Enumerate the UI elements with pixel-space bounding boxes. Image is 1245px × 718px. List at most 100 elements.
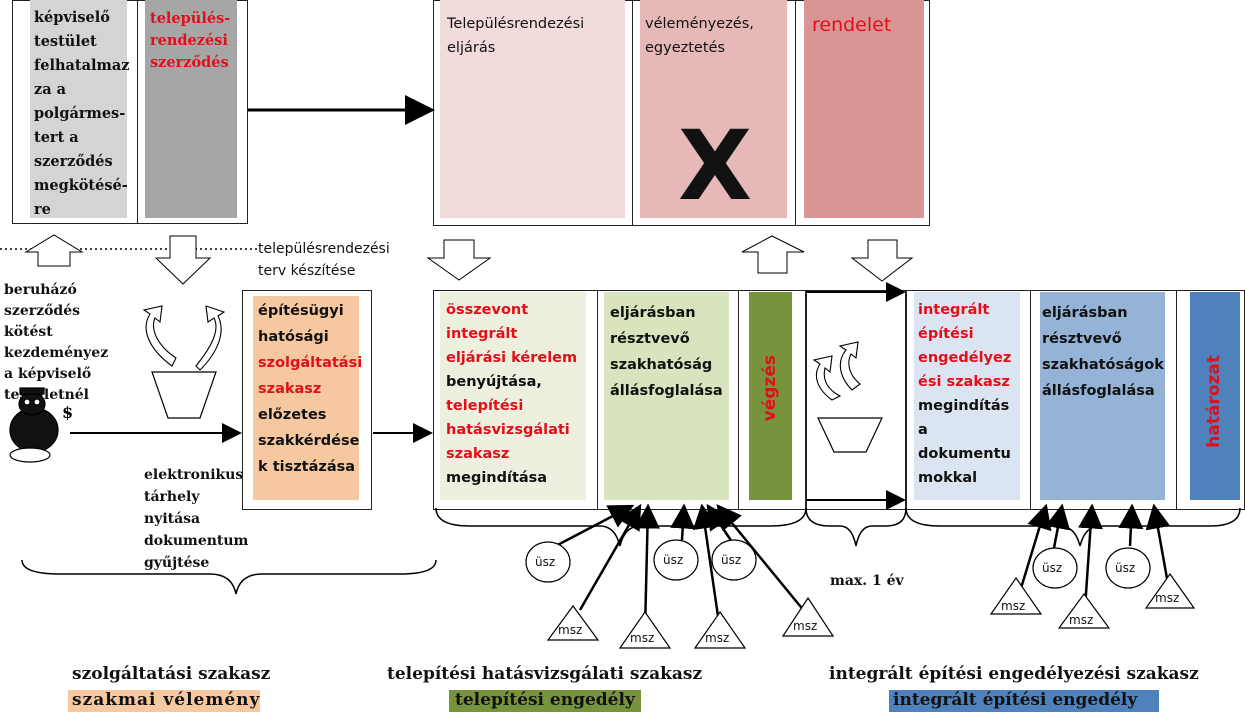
council-line: re	[34, 201, 51, 218]
contract-line: rendezési	[150, 32, 228, 49]
decision-box	[1190, 292, 1240, 500]
divider	[632, 0, 633, 226]
brace-service	[21, 559, 437, 595]
msz-label: msz	[793, 619, 818, 633]
x-mark: X	[678, 110, 753, 222]
combined-box	[440, 292, 586, 500]
combined-line: telepítési	[446, 398, 524, 414]
hollow-arrow-down	[850, 239, 914, 282]
council-line: megkötésé-	[34, 177, 128, 194]
link-line	[670, 503, 696, 541]
storage-line: gyűjtése	[144, 555, 210, 571]
hollow-arrow-up	[741, 235, 805, 274]
service-line: szakkérdése	[258, 433, 360, 449]
council-line: szerződés	[34, 153, 113, 170]
council-line: tert a	[34, 129, 79, 146]
integrated-line: dokumentu	[918, 446, 1011, 462]
combined-line: hatásvizsgálati	[446, 422, 570, 438]
decree-box	[804, 0, 924, 218]
integrated-line: ési szakasz	[918, 374, 1010, 390]
integrated-highlight	[889, 690, 1159, 712]
link-line	[716, 504, 806, 613]
top-left-divider	[137, 0, 138, 224]
msz-label: msz	[1069, 613, 1094, 627]
impact-title: telepítési hatásvizsgálati szakasz	[387, 664, 703, 684]
brace-integrated	[905, 507, 1241, 547]
divider	[795, 0, 796, 226]
ruling-box	[749, 292, 792, 500]
investor-line: a képviselő	[4, 366, 92, 382]
usz-nodes	[525, 539, 1151, 589]
investor-figure	[9, 387, 59, 463]
usz-label: üsz	[663, 553, 684, 567]
authorities-line: szakhatóság	[610, 357, 713, 373]
usz-node	[1105, 547, 1151, 589]
service-line: építésügyi	[258, 303, 344, 319]
service-line: szakasz	[258, 381, 322, 397]
consultation-line: véleményezés,	[645, 16, 754, 32]
council-line: testület	[34, 33, 97, 50]
msz-node	[618, 610, 672, 649]
curved-arrow-icon	[812, 355, 842, 401]
divider	[597, 290, 598, 510]
divider	[738, 290, 739, 510]
service-line: előzetes	[258, 407, 327, 423]
divider	[1030, 290, 1031, 510]
combined-line: eljárási kérelem	[446, 350, 578, 366]
authorities-line-2: szakhatóságok	[1042, 357, 1164, 373]
investor-line: kötést	[4, 324, 53, 340]
msz-node	[693, 610, 747, 649]
storage-line: dokumentum	[144, 533, 249, 549]
msz-label: msz	[705, 631, 730, 645]
storage-line: tárhely	[144, 489, 200, 505]
usz-label: üsz	[1115, 561, 1136, 575]
msz-label: msz	[1155, 591, 1180, 605]
contract-box	[145, 0, 237, 218]
integrated-line: építési	[918, 326, 974, 342]
link-line	[1118, 503, 1144, 547]
investor-line: kezdeményez	[4, 345, 109, 361]
decree-label: rendelet	[812, 14, 892, 36]
integrated-line: engedélyez	[918, 350, 1012, 366]
usz-node	[653, 539, 699, 581]
investor-line: beruházó	[4, 282, 77, 298]
link-line	[692, 503, 722, 631]
service-line: szolgáltatási	[258, 355, 363, 371]
council-box	[30, 0, 127, 218]
dollar-sign: $	[62, 403, 73, 422]
service-subtitle: szakmai vélemény	[72, 690, 261, 710]
council-line: za a	[34, 81, 67, 98]
contract-line: szerződés	[150, 54, 229, 71]
link-line	[1145, 503, 1171, 585]
msz-label: msz	[630, 631, 655, 645]
usz-node	[711, 539, 757, 581]
integrated-subtitle: integrált építési engedély	[893, 690, 1138, 710]
usz-label: üsz	[721, 553, 742, 567]
integrated-line: a	[918, 422, 928, 438]
authorities-line-2: állásfoglalása	[1042, 383, 1155, 399]
msz-node	[781, 596, 835, 637]
link-line	[1016, 503, 1052, 599]
hollow-arrow-down	[426, 239, 492, 281]
divider	[1176, 290, 1177, 510]
plan-line: terv készítése	[258, 263, 356, 279]
integrated-line: mokkal	[918, 470, 978, 486]
authorities-line: résztvevő	[610, 331, 690, 347]
consultation-line: egyeztetés	[645, 40, 726, 56]
procedure-line: Településrendezési	[447, 16, 585, 32]
authorities-box	[604, 292, 729, 500]
combined-line: integrált	[446, 326, 518, 342]
service-line: k tisztázása	[258, 459, 356, 475]
authorities-box-2	[1040, 292, 1165, 500]
procedure-line: eljárás	[447, 40, 496, 56]
usz-node	[1032, 547, 1078, 589]
curved-arrow-icon	[195, 305, 226, 371]
msz-node	[989, 576, 1043, 615]
council-line: polgármes-	[34, 105, 126, 122]
combined-line: benyújtása,	[446, 374, 542, 390]
contract-line: település-	[150, 10, 231, 27]
storage-line: elektronikus	[144, 467, 244, 483]
authorities-line: eljárásban	[610, 305, 696, 321]
